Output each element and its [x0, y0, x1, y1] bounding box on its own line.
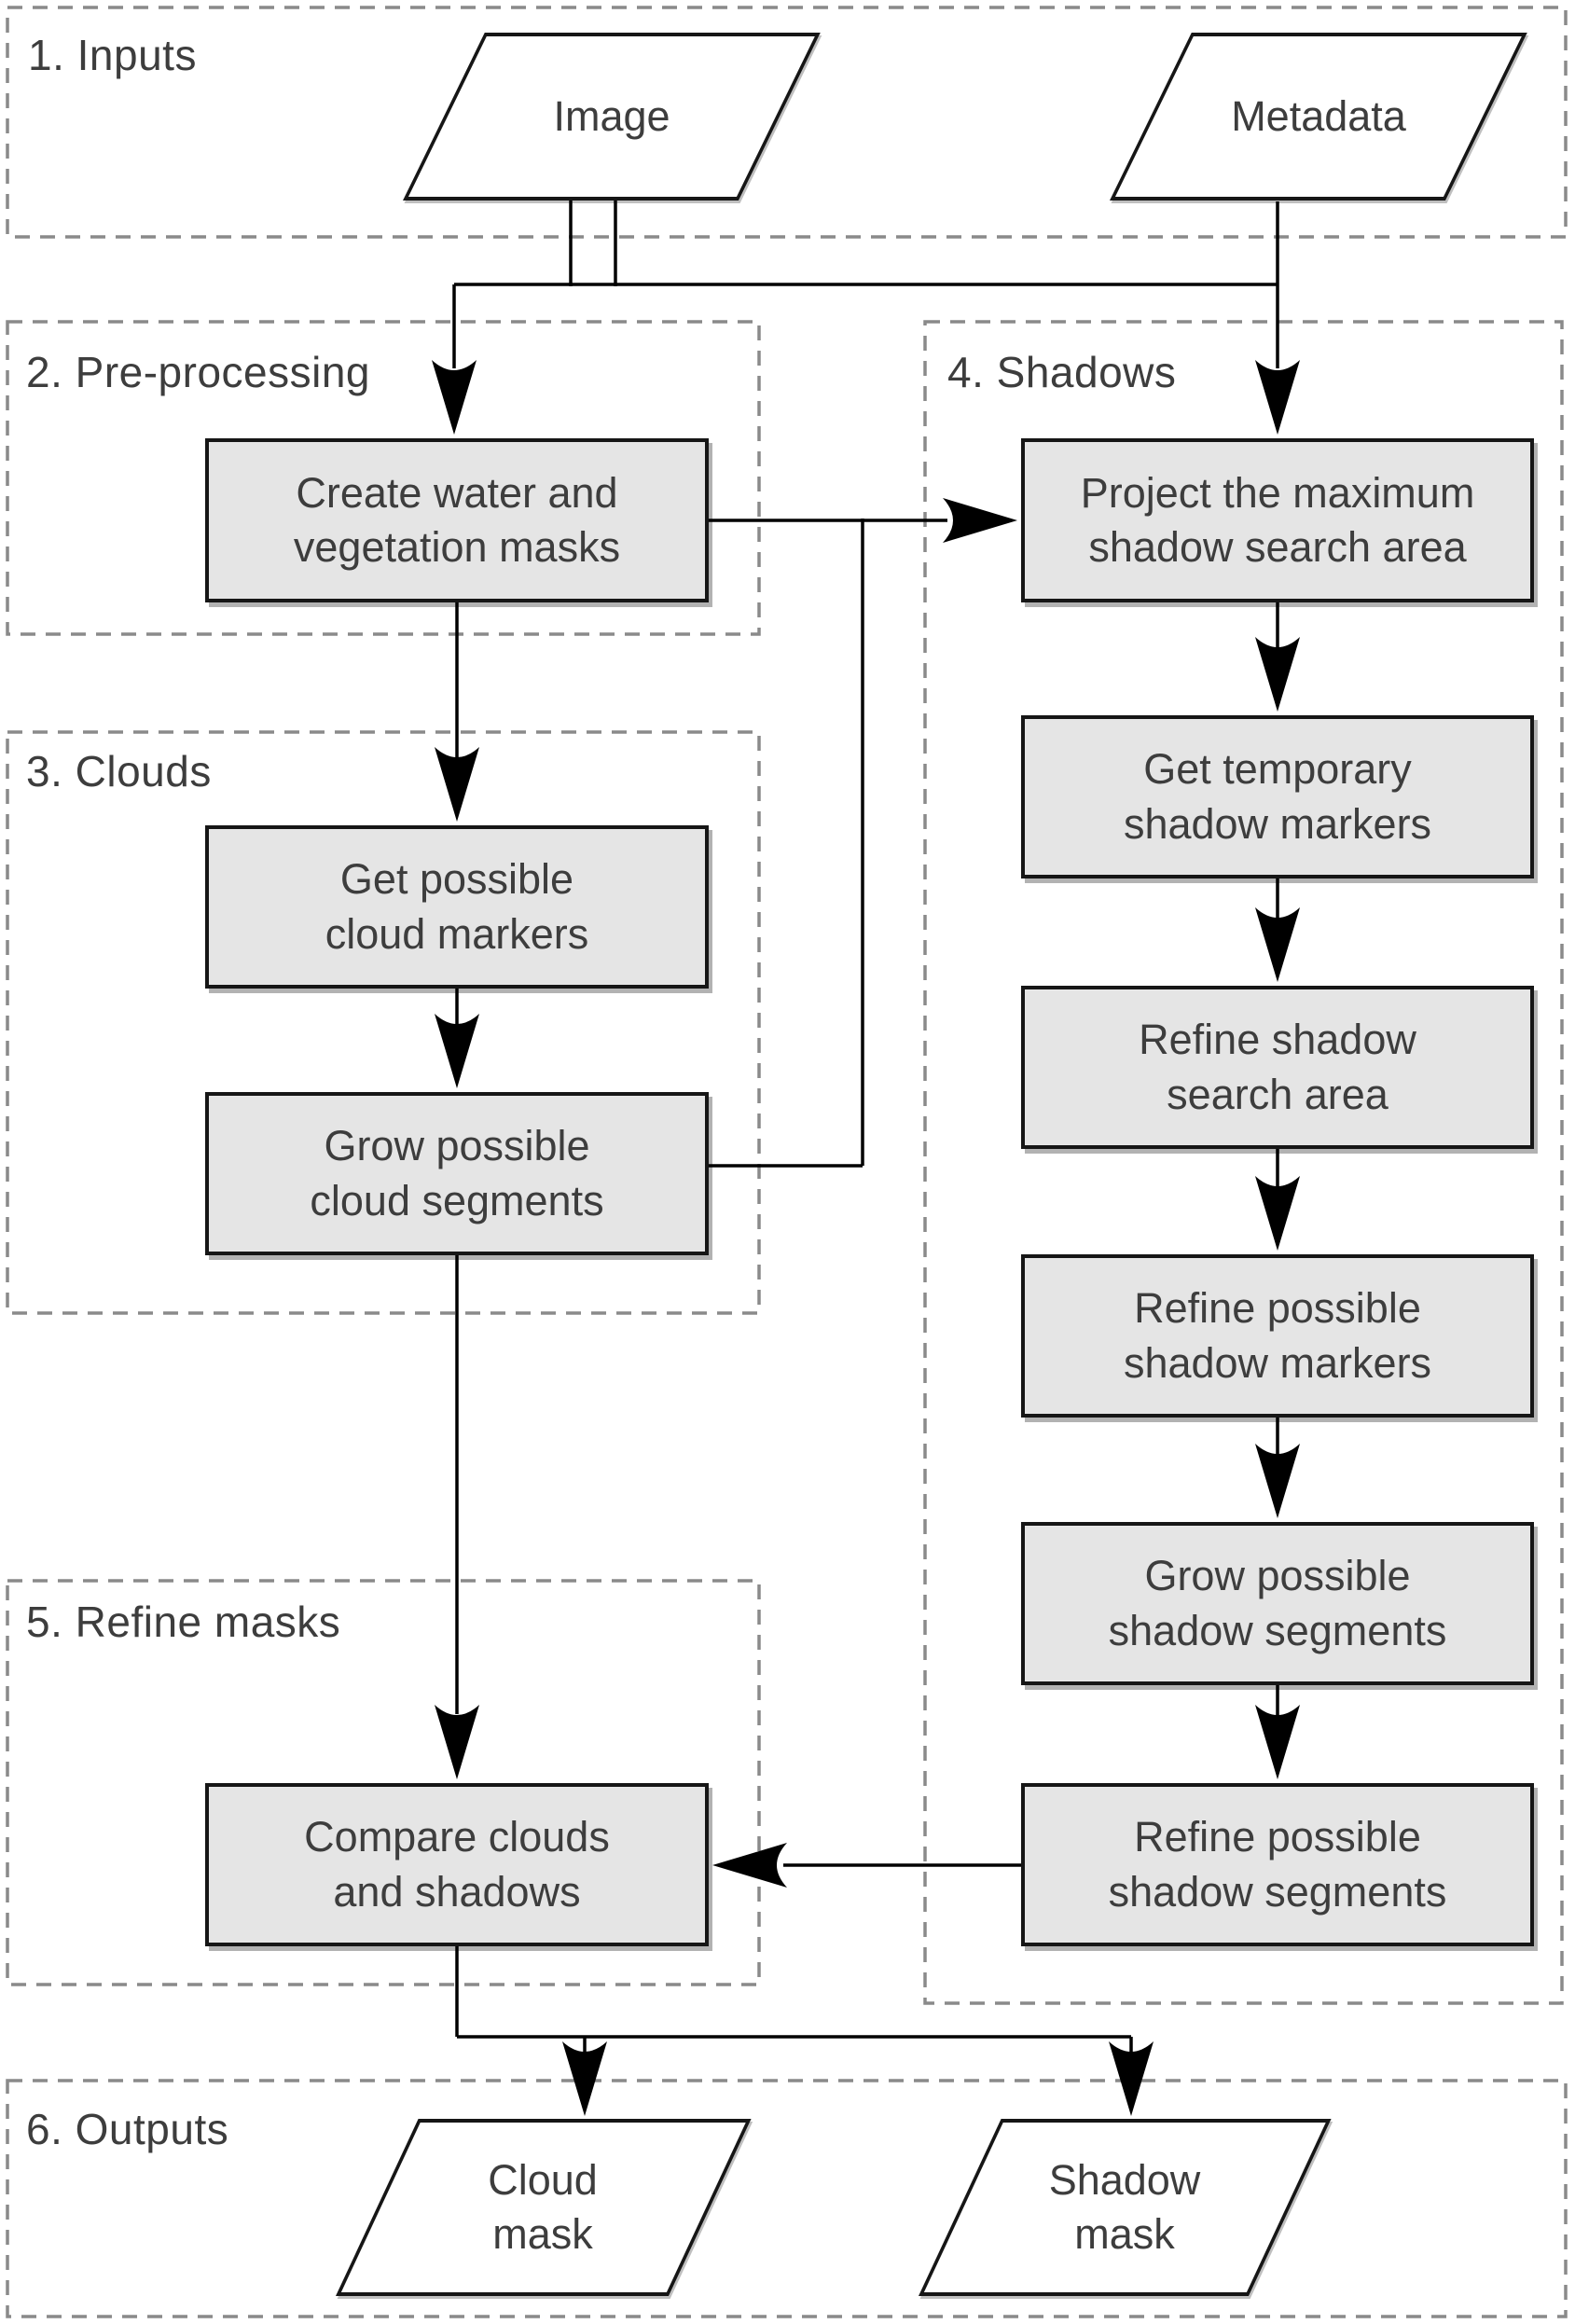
node-metadata: Metadata — [1132, 33, 1505, 201]
arrowhead-into-shadows — [1255, 360, 1300, 435]
section-label-inputs: 1. Inputs — [28, 31, 197, 79]
process-label-line: shadow segments — [1108, 1867, 1447, 1916]
section-borders — [6, 6, 1568, 2318]
process-label-line: Create water and — [296, 468, 618, 517]
node-metadata-label: Metadata — [1231, 91, 1406, 140]
section-label-preprocessing: 2. Pre-processing — [26, 348, 370, 396]
section-label-shadows: 4. Shadows — [947, 348, 1177, 396]
process-create-water-vegetation-masks: Create water and vegetation masks — [205, 438, 709, 602]
arrowhead-into-grow-segments — [1255, 1444, 1300, 1518]
arrowhead-into-project — [943, 498, 1017, 543]
process-label-line: cloud markers — [325, 909, 589, 958]
section-border-outputs — [6, 2079, 1568, 2318]
arrowhead-into-cloud-segments — [435, 1014, 479, 1088]
node-image-label: Image — [553, 91, 670, 140]
process-label-line: shadow markers — [1123, 799, 1432, 848]
connector-lines — [452, 201, 1279, 2052]
process-project-maximum-shadow-search-area: Project the maximum shadow search area — [1021, 438, 1534, 602]
process-label-line: Refine shadow — [1139, 1016, 1416, 1063]
arrowhead-into-cloud-mask — [562, 2041, 607, 2116]
arrowhead-into-shadow-markers — [1255, 1176, 1300, 1251]
arrowhead-into-shadow-mask — [1109, 2041, 1154, 2116]
section-border-preprocessing — [6, 320, 761, 636]
process-label-line: Grow possible — [1144, 1552, 1411, 1599]
arrowheads — [432, 360, 1300, 2116]
process-label-line: search area — [1167, 1070, 1388, 1118]
arrowhead-into-cloud-markers — [435, 747, 479, 822]
arrowhead-into-temp-markers — [1255, 637, 1300, 712]
process-label-line: cloud segments — [310, 1176, 604, 1224]
node-shadow-mask-label: mask — [1074, 2210, 1175, 2258]
process-get-possible-cloud-markers: Get possible cloud markers — [205, 825, 709, 989]
process-grow-possible-shadow-segments: Grow possible shadow segments — [1021, 1522, 1534, 1685]
process-refine-possible-shadow-segments: Refine possible shadow segments — [1021, 1783, 1534, 1946]
process-label-line: Get temporary — [1143, 745, 1412, 793]
arrowhead-into-compare-top — [435, 1705, 479, 1779]
arrowhead-into-compare-side — [712, 1843, 787, 1888]
section-border-clouds — [6, 730, 761, 1315]
process-compare-clouds-and-shadows: Compare clouds and shadows — [205, 1783, 709, 1946]
node-shadow-mask: Shadow mask — [938, 2119, 1311, 2296]
process-label-line: shadow markers — [1123, 1338, 1432, 1387]
node-image: Image — [425, 33, 798, 201]
section-border-inputs — [6, 6, 1568, 239]
arrowhead-into-shadow-search — [1255, 907, 1300, 982]
section-label-clouds: 3. Clouds — [26, 747, 212, 795]
process-label-line: shadow search area — [1088, 523, 1467, 571]
process-label-line: Compare clouds — [304, 1813, 610, 1861]
process-label-line: vegetation masks — [293, 523, 621, 571]
node-cloud-mask-label: Cloud — [488, 2155, 598, 2204]
process-get-temporary-shadow-markers: Get temporary shadow markers — [1021, 715, 1534, 878]
process-label-line: Refine possible — [1134, 1813, 1421, 1861]
process-refine-possible-shadow-markers: Refine possible shadow markers — [1021, 1254, 1534, 1418]
process-label-line: Project the maximum — [1080, 468, 1475, 517]
process-label-line: and shadows — [333, 1867, 581, 1916]
node-cloud-mask: Cloud mask — [356, 2119, 729, 2296]
process-refine-shadow-search-area: Refine shadow search area — [1021, 986, 1534, 1149]
section-label-outputs: 6. Outputs — [26, 2105, 229, 2153]
arrowhead-into-preprocessing — [432, 360, 477, 435]
process-label-line: Refine possible — [1134, 1284, 1421, 1332]
section-label-refine-masks: 5. Refine masks — [26, 1598, 341, 1646]
process-grow-possible-cloud-segments: Grow possible cloud segments — [205, 1092, 709, 1255]
arrowhead-into-refine-segments — [1255, 1705, 1300, 1779]
process-label-line: shadow segments — [1108, 1606, 1447, 1654]
process-label-line: Get possible — [339, 855, 574, 903]
process-label-line: Grow possible — [324, 1122, 590, 1169]
node-shadow-mask-label: Shadow — [1048, 2155, 1201, 2204]
node-cloud-mask-label: mask — [492, 2210, 593, 2258]
